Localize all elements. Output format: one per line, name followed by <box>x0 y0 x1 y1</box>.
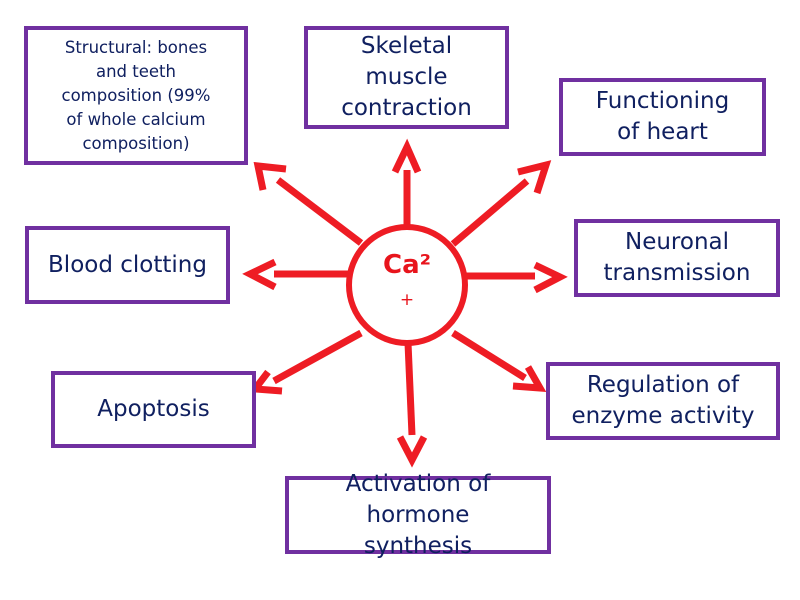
arrow-up <box>391 138 422 227</box>
arrow-up-left <box>253 162 364 246</box>
calcium-charge: + <box>399 290 415 310</box>
arrow-down-right <box>451 330 547 392</box>
calcium-label: Ca² <box>382 250 431 280</box>
arrow-down <box>396 342 428 468</box>
arrow-up-right <box>450 160 552 247</box>
box-enzyme: Regulation of enzyme activity <box>546 362 780 440</box>
box-structural: Structural: bones and teeth composition … <box>24 26 248 165</box>
box-hormone: Activation of hormone synthesis <box>285 471 551 559</box>
arrow-down-left <box>248 329 363 395</box>
calcium-circle <box>346 224 468 346</box>
arrow-left <box>242 258 349 291</box>
box-blood-clotting: Blood clotting <box>25 226 230 304</box>
box-neuronal: Neuronal transmission <box>574 219 780 297</box>
box-heart: Functioning of heart <box>559 78 766 156</box>
box-apoptosis: Apoptosis <box>51 371 256 448</box>
box-skeletal-muscle: Skeletal muscle contraction <box>304 26 509 129</box>
arrow-right <box>465 261 568 294</box>
